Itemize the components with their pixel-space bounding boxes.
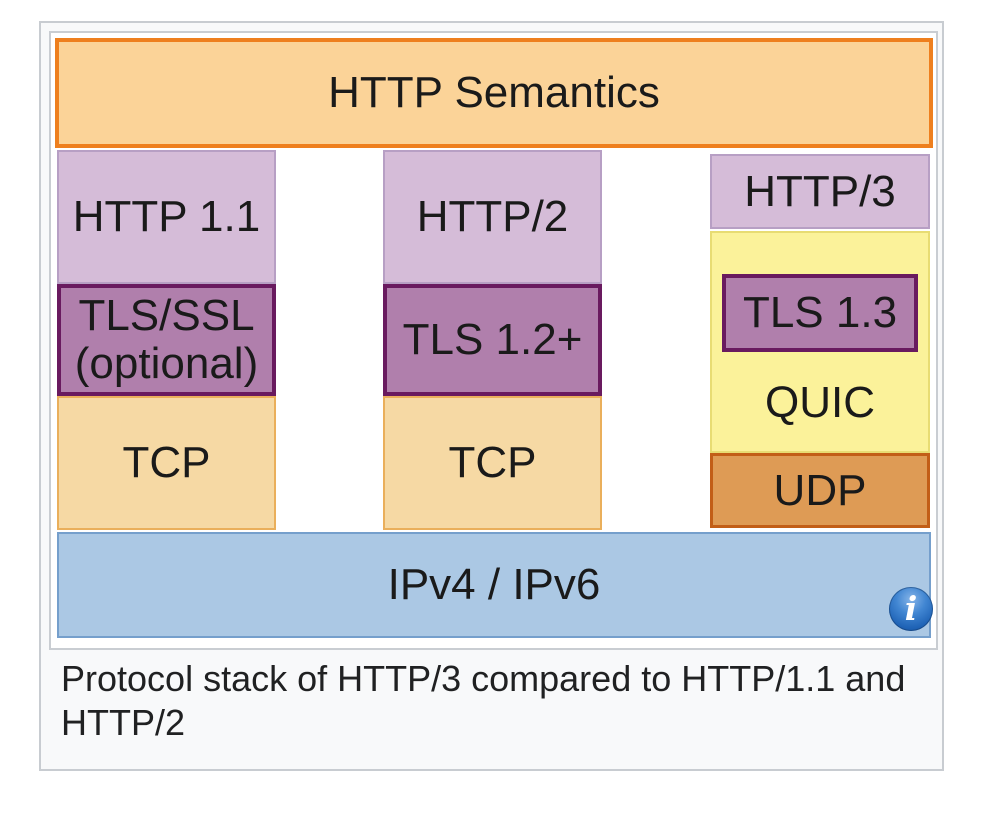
layer-label: TCP: [448, 438, 537, 488]
layer-tcp-http11: TCP: [57, 396, 276, 530]
layer-tls-ssl-optional: TLS/SSL (optional): [57, 284, 276, 396]
layer-tcp-http2: TCP: [383, 396, 602, 530]
layer-http-3: HTTP/3: [710, 154, 930, 229]
layer-label: HTTP/3: [744, 166, 896, 216]
figure-image[interactable]: HTTP Semantics HTTP 1.1 TLS/SSL (optiona…: [49, 31, 938, 650]
layer-tls-1-3: TLS 1.3: [722, 274, 918, 352]
layer-label: IPv4 / IPv6: [387, 560, 601, 610]
layer-tls-1-2: TLS 1.2+: [383, 284, 602, 396]
layer-quic: TLS 1.3 QUIC: [710, 231, 930, 453]
layer-http-semantics: HTTP Semantics: [55, 38, 933, 148]
layer-label: UDP: [773, 465, 867, 515]
layer-label: TCP: [122, 438, 211, 488]
caption-line-1: Protocol stack of HTTP/3 compared to HTT…: [61, 658, 906, 699]
layer-ip: IPv4 / IPv6: [57, 532, 931, 638]
layer-label: HTTP 1.1: [72, 192, 261, 242]
caption-line-2: HTTP/2: [61, 702, 186, 743]
layer-label: QUIC: [765, 378, 875, 427]
layer-label: HTTP/2: [416, 192, 569, 242]
layer-label: HTTP Semantics: [328, 68, 660, 118]
info-icon-glyph: i: [904, 588, 918, 628]
protocol-stack-diagram: HTTP Semantics HTTP 1.1 TLS/SSL (optiona…: [51, 33, 936, 648]
layer-udp: UDP: [710, 453, 930, 528]
figure-caption: Protocol stack of HTTP/3 compared to HTT…: [61, 657, 929, 745]
layer-http-1-1: HTTP 1.1: [57, 150, 276, 284]
layer-label: TLS 1.3: [742, 288, 898, 338]
layer-label: TLS 1.2+: [402, 315, 583, 365]
layer-label: TLS/SSL (optional): [74, 291, 259, 388]
info-icon[interactable]: i: [889, 587, 933, 631]
figure-thumbnail: HTTP Semantics HTTP 1.1 TLS/SSL (optiona…: [39, 21, 944, 771]
layer-http-2: HTTP/2: [383, 150, 602, 284]
